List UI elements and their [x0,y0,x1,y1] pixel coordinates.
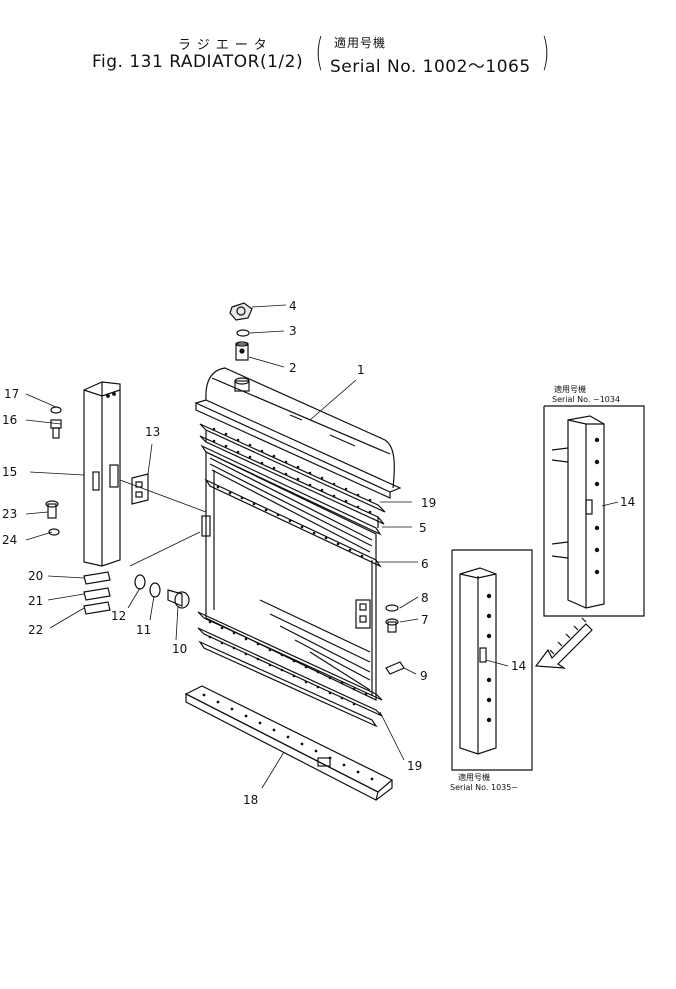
serial-range: Serial No. 1002～1065 [330,57,531,77]
upper-gasket-plates [199,423,386,536]
washer-11 [149,582,161,598]
radiator-core [204,451,382,701]
plate-20 [83,571,111,585]
callout-15: 15 [2,465,17,479]
inset-bottom-applicable-japanese: 適用号機 [458,772,490,782]
inset-support-top [551,415,605,609]
callout-1: 1 [357,363,365,377]
callout-19-bottom: 19 [407,759,422,773]
callout-14-top: 14 [620,495,635,509]
callout-9: 9 [420,669,428,683]
callout-5: 5 [419,521,427,535]
bottom-tank-hole-row [202,693,374,781]
callout-22: 22 [28,623,43,637]
callout-13: 13 [145,425,160,439]
radiator-cap-part [229,302,253,321]
callout-12: 12 [111,609,126,623]
bolt-7 [385,618,399,633]
title-japanese: ラジエータ [178,38,273,53]
callout-labels: 1 2 3 4 5 6 7 8 9 10 11 12 13 14 14 15 1… [2,299,635,807]
small-bracket [131,473,149,505]
callout-20: 20 [28,569,43,583]
inset-support-bottom-holes [486,593,492,723]
plate-22 [83,601,111,615]
inset-support-bottom [459,567,497,755]
callout-6: 6 [421,557,429,571]
callout-16: 16 [2,413,17,427]
callout-18: 18 [243,793,258,807]
plate-21 [83,587,111,601]
callout-23: 23 [2,507,17,521]
cap-neck-part [235,341,249,361]
radiator-bottom-tank [184,685,394,801]
core-side-bracket [355,599,371,629]
lower-gasket-plates [197,611,383,728]
radiator-top-tank [194,367,402,499]
title-applicable-japanese: 適用号機 [334,36,387,50]
callout-19-top: 19 [421,496,436,510]
leader-lines [25,304,619,789]
gasket-hole-pattern-bottom [208,620,368,706]
callout-11: 11 [136,623,151,637]
callout-14-bottom: 14 [511,659,526,673]
inset-frame-top [543,405,645,617]
callout-10: 10 [172,642,187,656]
hatched-arrow [534,617,593,669]
clip-9 [385,661,405,675]
cap-washer-part [236,329,250,337]
core-mount-tab [201,515,211,537]
callout-24: 24 [2,533,17,547]
core-hole-row-middle [216,485,364,558]
figure-title: Fig. 131 RADIATOR(1/2) [92,52,304,72]
inset-top-applicable-japanese: 適用号機 [554,384,586,394]
callout-21: 21 [28,594,43,608]
gasket-hole-pattern-top [212,427,372,514]
bolt-10 [167,589,190,609]
callout-8: 8 [421,591,429,605]
washer-24 [48,528,60,536]
left-side-support [83,381,121,567]
callout-7: 7 [421,613,429,627]
callout-4: 4 [289,299,297,313]
inset-frame-bottom [451,549,533,771]
washer-8 [385,604,399,612]
callout-3: 3 [289,324,297,338]
inset-top-serial: Serial No. ~1034 [552,395,620,404]
close-paren-glyph: ) [541,30,550,74]
open-paren-glyph: ( [315,30,324,74]
inset-bottom-serial: Serial No. 1035~ [450,783,518,792]
washer-12 [134,574,146,590]
bolt-23 [45,500,59,519]
title-block: ラジエータ 適用号機 Fig. 131 RADIATOR(1/2) ( Seri… [0,0,676,90]
callout-2: 2 [289,361,297,375]
inset-support-top-holes [594,437,600,575]
washer-17 [50,406,62,414]
callout-17: 17 [4,387,19,401]
